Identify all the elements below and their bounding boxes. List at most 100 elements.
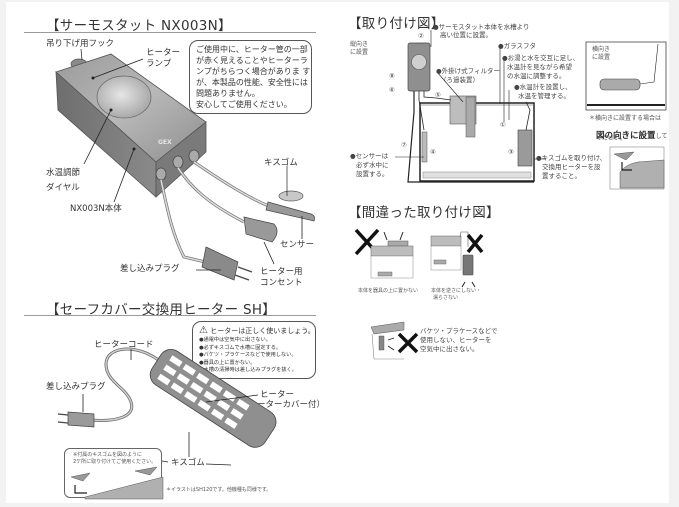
number-4: ④ — [430, 148, 436, 156]
mix-callout-2: 水温計を見ながら希望 — [507, 63, 572, 71]
horizontal-note-suffix: して — [655, 133, 668, 140]
brand-logo: GEX — [158, 139, 172, 146]
sensor-callout-2: 必ず水中に — [356, 161, 389, 169]
number-3: ③ — [508, 148, 514, 156]
thermo-callout-2: 高い位置に設置。 — [440, 31, 492, 39]
arrow-icon — [74, 485, 87, 494]
heater-illustration — [57, 347, 277, 466]
suction-callout-2: 交換用ヒーターを設 — [542, 163, 601, 171]
thermostat-title: 【サーモスタット NX003N】 — [46, 18, 232, 34]
heater-label-1: ヒーター — [260, 390, 295, 400]
wrong-caption-3c: 空気中に出さない。 — [420, 345, 479, 353]
filter-callout-1: ●外掛け式フィルター — [436, 67, 501, 75]
heater-title: 【セーフカバー交換用ヒーター SH】 — [46, 302, 277, 318]
mix-callout-1: ●お湯と水を交互に足し、 — [502, 54, 580, 62]
suction-cup-icon — [278, 190, 304, 202]
suction-inset-box: ※付属のキスゴムを図のように 2ケ所に取り付けてご使用ください。 — [64, 448, 164, 500]
warning-item: ●器具の上に置かない。 — [199, 359, 256, 366]
warning-title: ヒーターは正しく使いましょう。 — [210, 327, 315, 335]
vertical-label-2: に設置 — [350, 49, 369, 56]
wrong-install-illustration — [354, 228, 484, 360]
heater-body-icon — [149, 349, 277, 448]
heater-plug-icon — [67, 411, 95, 428]
suction-callout-1: ●キスゴムを取り付け、 — [536, 154, 607, 162]
inset-note-line: 2ケ所に取り付けてご使用ください。 — [73, 459, 157, 465]
inset-note-line: ※付属のキスゴムを図のように — [73, 452, 143, 458]
body-label: NX003N本体 — [70, 204, 122, 214]
thermo-callout-1: ●サーモスタット本体を水槽より — [433, 23, 530, 31]
notice-line: ンプがちらつく場合がありま す — [196, 67, 311, 76]
sensor-callout-3: 設置する。 — [356, 170, 389, 178]
tank-heater-icon — [517, 129, 533, 167]
temperature-dial-icon — [96, 75, 152, 119]
heater-suction-label: キスゴム — [171, 458, 205, 468]
number-5: ⑤ — [435, 91, 441, 99]
dial-label-1: 水温調節 — [46, 168, 81, 178]
notice-line: 安心してご使用ください。 — [196, 100, 292, 109]
horizontal-setup-inset — [585, 41, 667, 111]
sensor-callout-1: ●センサーは — [350, 152, 389, 160]
heater-footnote: ＊イラストはSH120です。他機種も同様です。 — [166, 487, 272, 493]
aquarium-tank — [419, 102, 535, 182]
horizontal-label-1: 横向き — [592, 46, 611, 53]
install-illustration — [395, 30, 667, 190]
heater-cord-label: ヒーターコード — [94, 340, 154, 350]
heater-title-rule — [24, 315, 316, 316]
notice-line: が、本製品の性能、安全性には — [196, 78, 308, 87]
horizontal-note-bold: 図の向きに設置 — [596, 131, 656, 141]
sensor-label: センサー — [280, 240, 315, 250]
wrong-caption-3a: バケツ・プラケースなどで — [420, 327, 498, 335]
warning-item: ●必ずキスゴムで水槽に固定する。 — [199, 344, 282, 351]
thermostat-title-rule — [24, 32, 316, 33]
manual-page: 【サーモスタット NX003N】 吊り下げ用フック ヒーター ランプ — [6, 2, 669, 503]
number-7: ⑦ — [401, 141, 407, 149]
notice-line: ご使用中に、ヒーター管の一部 — [196, 45, 308, 54]
plug-label: 差し込みプラグ — [120, 264, 180, 274]
wrong-caption-2a: 本体を逆さにしない・ — [431, 288, 482, 294]
horizontal-label-2: に設置 — [592, 54, 611, 61]
sensor-icon — [265, 201, 315, 222]
install-title: 【取り付け図】 — [348, 16, 445, 32]
horizontal-note-3: ください。 — [596, 135, 627, 142]
horizontal-note-2: 図の向きに設置して — [596, 123, 667, 142]
outlet-label-2: コンセント — [260, 278, 303, 288]
wrong-caption-2b: 濡らさない — [433, 295, 459, 301]
lamp-label-1: ヒーター — [146, 48, 181, 58]
x-mark-icon — [466, 233, 484, 254]
heater-plug-label: 差し込みプラグ — [46, 382, 106, 392]
upside-down-thermostat-icon — [462, 254, 474, 276]
plug-icon — [201, 246, 239, 281]
wrong-caption-3b: 使用しない、ヒーターを — [420, 336, 492, 344]
outlet-label-1: ヒーター用 — [260, 267, 303, 277]
thermometer-callout-2: 水温を管理する。 — [518, 92, 570, 100]
thermometer-callout-1: ●水温計を設置し、 — [514, 83, 572, 91]
mix-callout-3: の水温に調整する。 — [507, 72, 566, 80]
horizontal-note-1: ＊横向きに設置する場合は — [589, 115, 662, 122]
dial-label-2: ダイヤル — [46, 183, 80, 193]
thermostat-illustration: GEX — [55, 48, 315, 281]
lamp-label-2: ランプ — [146, 59, 172, 69]
heater-label-2: （ヒーターカバー付） — [240, 400, 326, 410]
wrong-install-title: 【間違った取り付け図】 — [348, 205, 500, 221]
vertical-label-1: 縦向き — [350, 41, 369, 48]
hook-label: 吊り下げ用フック — [46, 39, 115, 49]
heater-warning-box: ⚠ ヒーターは正しく使いましょう。 ●通電中は空気中に出さない。 ●必ずキスゴム… — [192, 321, 316, 379]
number-6: ⑥ — [389, 86, 395, 94]
suction-callout-3: 置すること。 — [542, 172, 581, 180]
glass-lid-callout: ●ガラスフタ — [498, 42, 537, 50]
warning-item: ●バケツ・プラケースなどで使用しない。 — [199, 352, 297, 359]
inset-illustration — [70, 466, 164, 500]
filter-callout-2: （ろ過装置） — [440, 76, 479, 84]
warning-item: ●水槽の清掃時は差し込みプラグを抜く。 — [199, 367, 297, 374]
wrong-caption-1: 本体を器具の上に置かない — [358, 288, 419, 294]
suction-label: キスゴム — [264, 158, 298, 168]
notice-line: が赤く見えることやヒーターラ — [196, 56, 308, 65]
warning-item: ●通電中は空気中に出さない。 — [199, 337, 271, 343]
thermostat-notice-box: ご使用中に、ヒーター管の一部 が赤く見えることやヒーターラ ンプがちらつく場合が… — [189, 40, 312, 114]
number-1: ① — [500, 121, 506, 129]
notice-line: 問題ありません。 — [196, 89, 260, 98]
number-2: ② — [418, 32, 424, 40]
x-mark-icon — [397, 332, 419, 354]
outlet-icon — [243, 216, 278, 243]
number-8: ⑧ — [389, 72, 395, 80]
